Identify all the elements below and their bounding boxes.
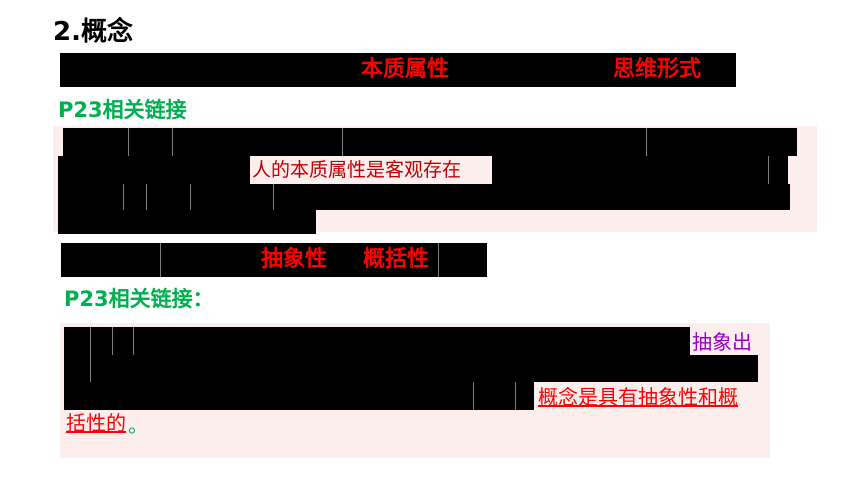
underlined-conclusion-line1: 概念是具有抽象性和概 <box>538 385 738 409</box>
end-punctuation: 。 <box>128 413 148 437</box>
page-title: 2.概念 <box>53 17 133 47</box>
term-box-essential-attribute: 本质属性 <box>358 53 462 87</box>
redacted-block <box>60 53 358 87</box>
redacted-block <box>462 53 610 87</box>
redacted-divider <box>160 243 161 277</box>
highlight-text: 人的本质属性是客观存在 <box>252 159 462 181</box>
term-essential-attribute: 本质属性 <box>361 57 450 82</box>
redacted-line <box>64 382 534 410</box>
redacted-line <box>58 184 790 210</box>
redacted-divider <box>646 128 647 156</box>
redacted-block <box>61 243 261 277</box>
redacted-line <box>64 327 690 355</box>
redacted-divider <box>190 184 191 210</box>
related-link-label: P23相关链接 <box>58 98 187 122</box>
term-abstractness: 抽象性 <box>261 247 328 272</box>
redacted-divider <box>438 243 439 277</box>
redacted-line <box>63 128 797 156</box>
redacted-line <box>58 156 250 184</box>
redacted-line <box>58 210 316 234</box>
redacted-divider <box>128 128 129 156</box>
redacted-divider <box>473 382 474 410</box>
redacted-divider <box>342 128 343 156</box>
term-box-thinking-form: 思维形式 <box>610 53 736 87</box>
redacted-divider <box>133 327 134 355</box>
redacted-divider <box>112 327 113 355</box>
redacted-divider <box>273 184 274 210</box>
redacted-divider <box>123 184 124 210</box>
term-box-abstract: 抽象性 概括性 <box>261 243 487 277</box>
related-link-label-2: P23相关链接： <box>64 287 214 311</box>
underlined-conclusion-line2: 括性的 <box>66 411 126 435</box>
redacted-divider <box>515 382 516 410</box>
redacted-line <box>64 355 758 382</box>
redacted-divider <box>768 156 769 184</box>
term-thinking-form: 思维形式 <box>613 57 702 82</box>
redacted-divider <box>172 128 173 156</box>
redacted-divider <box>90 327 91 355</box>
purple-text: 抽象出 <box>692 330 752 354</box>
redacted-divider <box>90 355 91 382</box>
term-generality: 概括性 <box>363 247 430 272</box>
redacted-line <box>492 156 788 184</box>
redacted-divider <box>146 184 147 210</box>
